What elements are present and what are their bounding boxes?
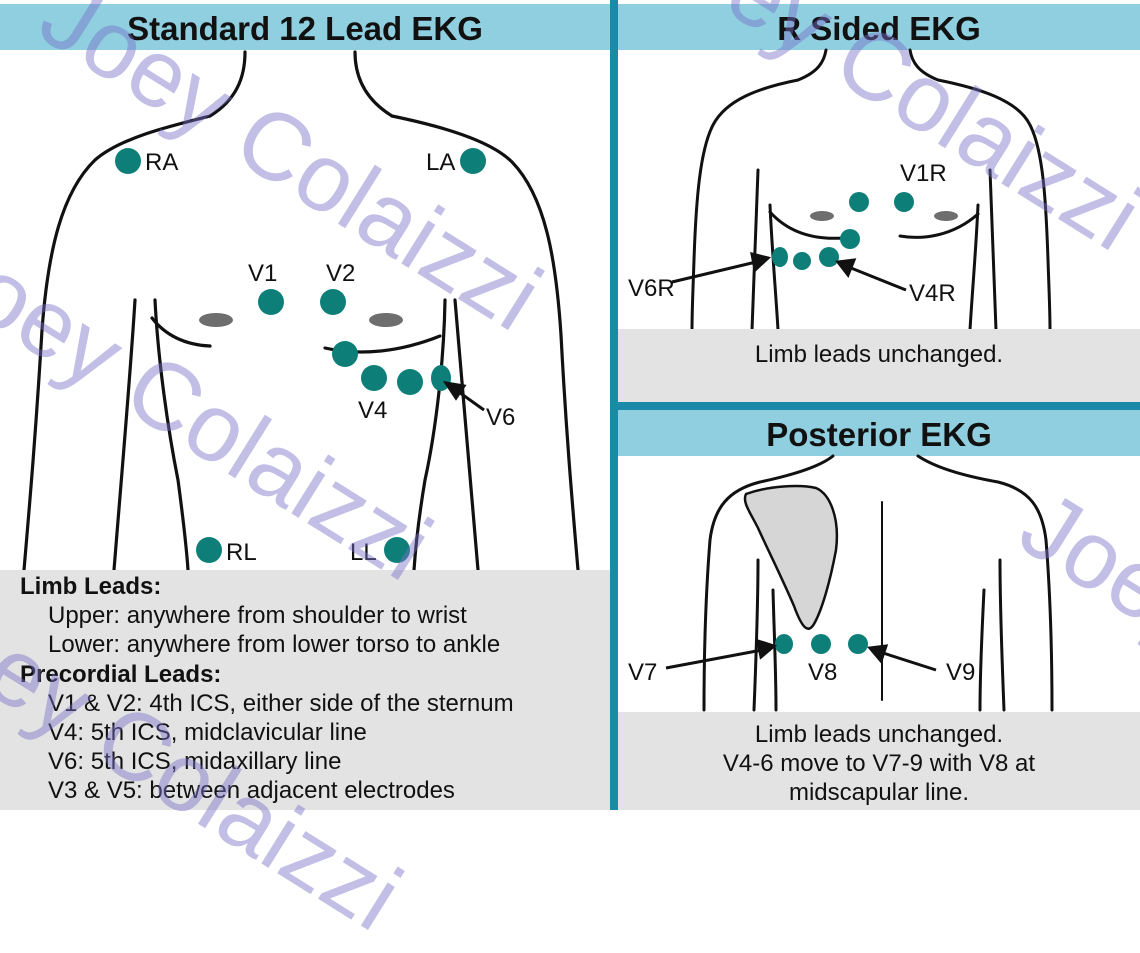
rs-right-nipple [934,211,958,221]
label-v2: V2 [326,260,355,287]
limb-leads-heading: Limb Leads: [20,573,162,600]
posterior-ekg-panel: Posterior EKG V7 V8 V9 Limb leads unchan… [618,410,1140,810]
rs-neck-right [908,48,940,82]
post-left-arm-outer [702,454,835,712]
label-v1r: V1R [900,160,947,187]
rs-neck-left [796,48,828,82]
neck-left-line [208,50,247,118]
torso-right-side [412,298,447,572]
label-v6: V6 [486,404,515,431]
rs-left-pec [768,210,845,240]
electrode-ra [115,148,141,174]
electrode-v3r [840,229,860,249]
label-v9: V9 [946,659,975,686]
posterior-caption-line3: midscapular line. [788,779,970,806]
v3-v5-note: V3 & V5: between adjacent electrodes [48,777,455,804]
left-arm-inner [112,298,137,572]
electrode-v5r [793,252,811,270]
left-pec-line [150,316,212,348]
label-v6r: V6R [628,275,675,302]
electrode-v1 [258,289,284,315]
right-sided-caption: Limb leads unchanged. [754,341,1004,368]
rs-left-nipple [810,211,834,221]
scapula-shape [743,484,839,630]
v1-v2-note: V1 & V2: 4th ICS, either side of the ste… [48,690,514,717]
v6r-arrow-line [671,260,757,284]
right-sided-caption-box: Limb leads unchanged. [618,329,1140,402]
electrode-v3 [332,341,358,367]
right-sided-ekg-title: R Sided EKG [618,4,1140,50]
rs-torso-right [968,203,980,332]
v6r-arrow-head [750,251,772,273]
rs-right-arm-outer [936,78,1052,332]
v7-arrow-head [756,638,778,660]
electrode-v2 [320,289,346,315]
precordial-leads-heading: Precordial Leads: [20,661,222,688]
label-rl: RL [226,539,257,566]
label-ra: RA [145,149,178,176]
posterior-ekg-title: Posterior EKG [618,410,1140,456]
label-la: LA [426,149,455,176]
electrode-rl [196,537,222,563]
electrode-v5 [397,369,423,395]
left-arm-outer [22,114,212,572]
electrode-ll [384,537,410,563]
label-v4: V4 [358,397,387,424]
left-nipple [199,313,233,327]
standard-ekg-title: Standard 12 Lead EKG [0,4,610,50]
label-v1: V1 [248,260,277,287]
right-sided-ekg-panel: R Sided EKG V [618,0,1140,402]
label-v8: V8 [808,659,837,686]
electrode-v4r [819,247,839,267]
standard-ekg-panel: Standard 12 Lead EKG [0,0,610,810]
v4r-arrow-head [835,258,857,279]
electrode-la [460,148,486,174]
electrode-v6r [772,247,788,267]
right-arm-outer [390,114,580,572]
label-ll: LL [350,539,377,566]
label-v7: V7 [628,659,657,686]
v6-note: V6: 5th ICS, midaxillary line [48,748,342,775]
v6-arrow-head [442,380,467,401]
electrode-v8 [811,634,831,654]
right-arm-inner [453,298,480,572]
v4-note: V4: 5th ICS, midclavicular line [48,719,367,746]
right-sided-torso-diagram: V1R V6R V4R [628,48,1052,332]
posterior-caption-box: Limb leads unchanged. V4-6 move to V7-9 … [618,712,1140,810]
electrode-v9 [848,634,868,654]
post-right-arm-inner [998,558,1006,712]
v7-arrow-line [665,648,763,670]
panel-divider-vertical [610,0,618,810]
posterior-caption-line2: V4-6 move to V7-9 with V8 at [722,750,1036,777]
electrode-v4 [361,365,387,391]
post-torso-left [771,588,778,712]
torso-left-side [153,298,190,572]
limb-lower-note: Lower: anywhere from lower torso to ankl… [48,631,501,658]
post-right-arm-outer [916,454,1054,712]
v9-arrow-line [879,650,937,672]
rs-left-arm-inner [750,168,760,332]
posterior-back-diagram: V7 V8 V9 [628,454,1054,712]
standard-notes-box: Limb Leads: Upper: anywhere from shoulde… [0,570,610,810]
rs-right-arm-inner [988,168,998,332]
rs-left-arm-outer [690,78,800,332]
neck-right-line [353,50,394,118]
rs-right-pec [898,212,980,239]
electrode-v7 [775,634,793,654]
right-nipple [369,313,403,327]
electrode-v2r [849,192,869,212]
panel-divider-horizontal [618,402,1140,410]
v9-arrow-head [867,644,889,665]
v4r-arrow-line [845,264,907,292]
label-v4r: V4R [909,280,956,307]
limb-upper-note: Upper: anywhere from shoulder to wrist [48,602,467,629]
electrode-v1r [894,192,914,212]
standard-torso-diagram: RA LA V1 V2 V4 V6 RL LL [22,50,580,572]
post-left-arm-inner [752,558,760,712]
posterior-caption-line1: Limb leads unchanged. [754,721,1004,748]
rs-torso-left [768,203,780,332]
post-torso-right [978,588,986,712]
